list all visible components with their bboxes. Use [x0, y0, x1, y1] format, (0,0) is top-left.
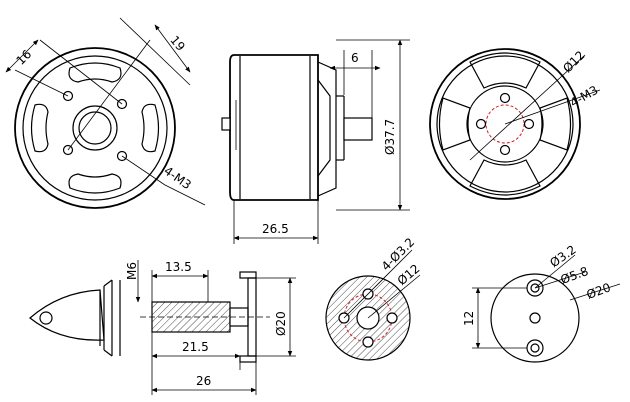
adapter-dim-spacing: 12 — [462, 311, 476, 326]
shaft-dim-total-len: 26 — [196, 374, 211, 388]
rear-view: Ø12 4-M3 — [429, 48, 601, 200]
adapter-dim-outer: Ø20 — [585, 280, 613, 302]
rear-dim-thread: 4-M3 — [568, 83, 601, 110]
front-view: 16 19 4-M3 — [5, 17, 206, 209]
adapter-view: Ø3.2 Ø5.8 Ø20 12 — [462, 242, 621, 363]
side-dim-diameter: Ø37.7 — [383, 119, 397, 155]
shaft-dim-shaft-len: 21.5 — [182, 340, 209, 354]
shaft-dim-thread: M6 — [125, 262, 139, 280]
adapter-dim-hole-large: Ø5.8 — [559, 264, 591, 287]
shaft-view: M6 13.5 21.5 26 Ø20 — [125, 260, 296, 395]
side-dim-length: 26.5 — [262, 222, 289, 236]
side-dim-6: 6 — [351, 51, 359, 65]
rear-dim-bolt-circle: Ø12 — [560, 48, 587, 75]
side-view: 6 Ø37.7 26.5 — [221, 39, 410, 244]
front-dim-16: 16 — [14, 47, 35, 68]
front-dim-thread: 4-M3 — [161, 164, 194, 193]
front-dim-19: 19 — [167, 33, 188, 54]
shaft-dim-thread-len: 13.5 — [165, 260, 192, 274]
shaft-dim-flange: Ø20 — [274, 311, 288, 336]
adapter-dim-hole: Ø3.2 — [547, 242, 578, 270]
mount-view: 4-Ø3.2 Ø12 — [325, 235, 423, 361]
spinner-view — [29, 279, 121, 357]
